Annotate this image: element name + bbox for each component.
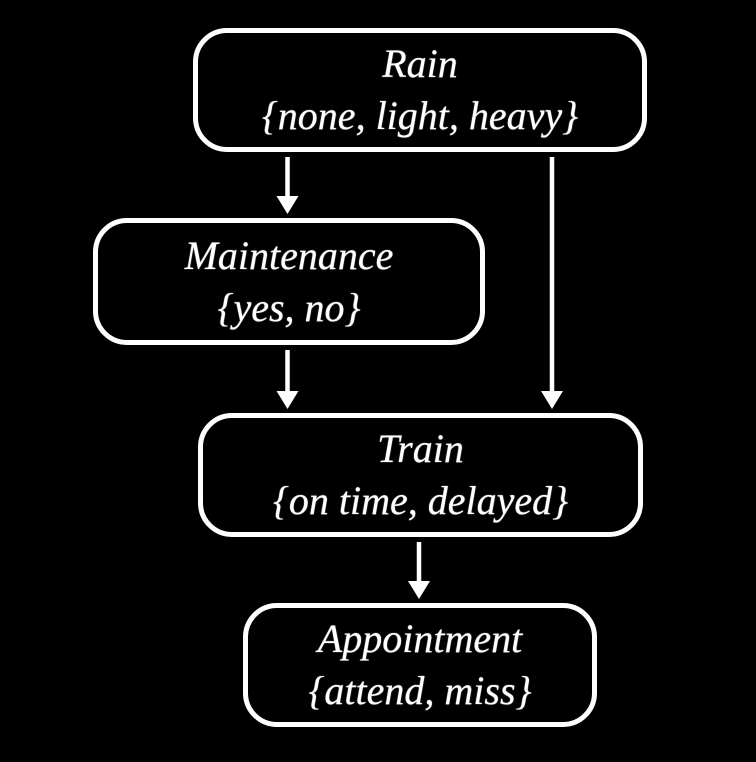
arrowhead-down-icon — [408, 581, 430, 599]
node-appointment-values: {attend, miss} — [308, 668, 532, 713]
edge-rain-to-train — [541, 157, 563, 409]
arrowhead-down-icon — [276, 391, 299, 409]
node-train: Train {on time, delayed} — [198, 413, 643, 537]
edge-rain-to-maintenance — [276, 157, 299, 214]
edge-train-to-appointment — [408, 542, 430, 599]
node-appointment: Appointment {attend, miss} — [243, 603, 597, 727]
node-rain: Rain {none, light, heavy} — [193, 28, 647, 152]
arrowhead-down-icon — [276, 196, 299, 214]
node-train-values: {on time, delayed} — [272, 478, 569, 523]
node-rain-values: {none, light, heavy} — [261, 93, 579, 138]
arrowhead-down-icon — [541, 391, 563, 409]
node-rain-label: Rain — [382, 41, 458, 86]
node-train-label: Train — [377, 426, 464, 471]
node-maintenance-label: Maintenance — [184, 232, 394, 278]
node-maintenance: Maintenance {yes, no} — [93, 218, 485, 345]
node-maintenance-values: {yes, no} — [217, 284, 361, 330]
node-appointment-label: Appointment — [317, 616, 523, 661]
edge-maintenance-to-train — [276, 350, 299, 409]
